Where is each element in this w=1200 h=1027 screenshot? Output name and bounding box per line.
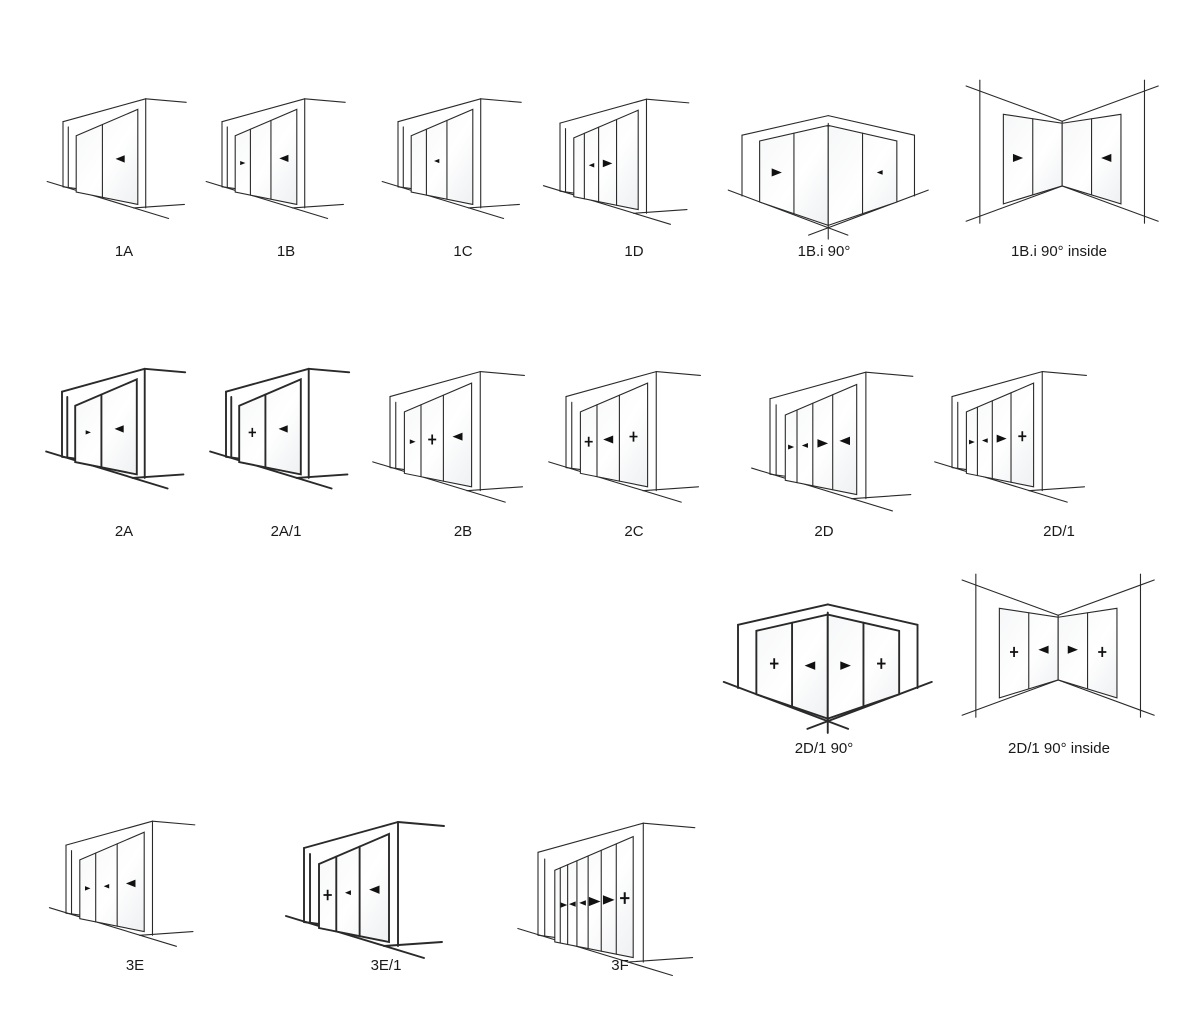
arrow-left-icon: [804, 661, 816, 670]
arrow-left-icon: [839, 436, 851, 446]
arrow-left-icon: [1038, 645, 1049, 654]
door-diagram: [285, 821, 445, 959]
arrow-left-icon: [434, 158, 440, 164]
glass-panel-set: [579, 382, 649, 488]
door-diagram: [751, 371, 914, 512]
arrow-right-icon: [840, 661, 851, 670]
diagram-label: 2C: [624, 523, 644, 540]
arrow-right-icon: [996, 434, 1007, 443]
diagram-label: 2A: [114, 523, 134, 540]
arrow-right-icon: [588, 896, 601, 907]
door-diagram: [965, 79, 1159, 224]
arrow-left-icon: [279, 154, 289, 163]
glass-panel-set: [238, 377, 302, 476]
glass-panel-set: [554, 835, 634, 959]
plus-icon: [428, 434, 437, 445]
door-diagram: [209, 367, 351, 490]
diagram-label: 3E: [125, 957, 145, 974]
door-diagram: [372, 371, 525, 503]
door-diagram: [727, 115, 929, 240]
arrow-left-icon: [588, 163, 595, 168]
arrow-right-icon: [560, 902, 568, 908]
plus-icon: [877, 658, 886, 669]
plus-icon: [620, 892, 630, 904]
arrow-right-icon: [409, 439, 416, 444]
arrow-right-icon: [1067, 645, 1078, 654]
door-diagram: [934, 371, 1087, 503]
diagram-label: 2D/1: [1043, 523, 1075, 540]
glass-panel-set: [965, 382, 1035, 488]
arrow-right-icon: [817, 439, 829, 448]
diagram-label: 2D/1 90°: [794, 740, 854, 757]
glass-panel-set: [573, 109, 639, 211]
arrow-left-icon: [452, 432, 463, 441]
diagram-label: 2D: [814, 523, 834, 540]
plus-icon: [1098, 646, 1107, 658]
diagram-label: 1D: [624, 243, 644, 260]
plus-icon: [769, 658, 779, 669]
arrow-left-icon: [801, 442, 808, 448]
arrow-left-icon: [1101, 153, 1112, 163]
arrow-left-icon: [278, 425, 288, 433]
arrow-right-icon: [85, 430, 91, 435]
door-diagram: [517, 822, 696, 977]
diagram-label: 3E/1: [370, 957, 402, 974]
arrow-left-icon: [344, 890, 351, 896]
arrow-left-icon: [579, 900, 586, 906]
diagram-label: 1B: [276, 243, 296, 260]
arrow-left-icon: [103, 884, 110, 889]
arrow-left-icon: [981, 438, 988, 443]
arrow-left-icon: [115, 155, 125, 163]
arrow-left-icon: [114, 425, 124, 433]
plus-icon: [629, 431, 638, 442]
door-diagram: [205, 98, 346, 220]
door-diagram: [45, 367, 187, 490]
door-diagram: [548, 371, 701, 503]
door-diagram: [722, 603, 933, 734]
door-diagram: [48, 820, 196, 947]
arrow-right-icon: [771, 168, 782, 177]
plus-icon: [584, 436, 593, 447]
arrow-left-icon: [369, 885, 380, 894]
arrow-right-icon: [1012, 153, 1024, 163]
plus-icon: [248, 427, 256, 437]
arrow-left-icon: [125, 879, 136, 888]
arrow-right-icon: [240, 160, 246, 166]
arrow-right-icon: [602, 159, 613, 168]
glass-panel-set: [75, 108, 139, 206]
door-diagram: [961, 573, 1155, 718]
plus-icon: [323, 889, 332, 901]
diagram-label: 1C: [453, 243, 473, 260]
diagram-label: 2A/1: [270, 523, 302, 540]
arrow-right-icon: [84, 886, 91, 891]
door-diagram: [542, 98, 690, 225]
diagram-label: 1B.i 90° inside: [1010, 243, 1108, 260]
arrow-left-icon: [603, 435, 614, 444]
arrow-right-icon: [602, 895, 615, 905]
plus-icon: [1018, 431, 1027, 442]
arrow-right-icon: [969, 439, 975, 445]
door-diagram: [46, 98, 187, 220]
door-diagram: [381, 98, 522, 220]
glass-panel-set: [74, 377, 138, 476]
diagram-label: 2D/1 90° inside: [1008, 740, 1110, 757]
diagram-label: 1B.i 90°: [797, 243, 851, 260]
plus-icon: [1009, 646, 1019, 658]
diagram-label: 3F: [611, 957, 629, 974]
diagram-label: 1A: [114, 243, 134, 260]
diagram-label: 2B: [453, 523, 473, 540]
arrow-left-icon: [568, 901, 576, 907]
arrow-left-icon: [876, 170, 883, 175]
glass-panel-set: [410, 108, 474, 206]
arrow-right-icon: [788, 444, 795, 450]
